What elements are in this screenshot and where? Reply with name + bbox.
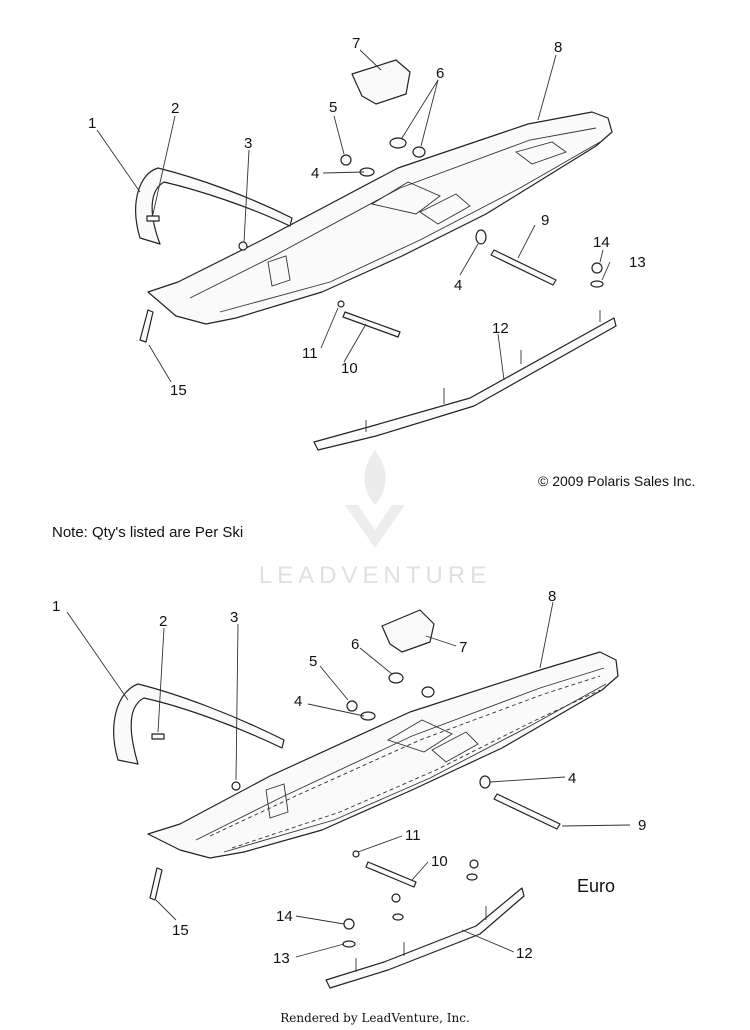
callouts-bottom: 1 2 3 4 4 5 6 7 8 9 10 11 12 13 14 15 [52, 588, 646, 967]
callout-13: 13 [273, 950, 290, 967]
callout-14: 14 [276, 908, 293, 925]
callout-11: 11 [405, 827, 421, 844]
callout-6: 6 [436, 65, 444, 82]
callout-3: 3 [230, 609, 238, 626]
leader-lines-bottom [66, 601, 631, 958]
callout-3: 3 [244, 135, 252, 152]
callout-8: 8 [548, 588, 556, 605]
flame-chevron-logo-icon [345, 450, 405, 548]
callout-10: 10 [341, 360, 358, 377]
callout-15: 15 [170, 382, 187, 399]
callout-4: 4 [311, 165, 319, 182]
leader-lines-top [96, 49, 611, 383]
callout-12: 12 [492, 320, 509, 337]
callout-4: 4 [294, 693, 302, 710]
top-diagram: 1 2 3 4 4 5 6 7 8 9 10 11 12 13 14 15 [88, 35, 646, 451]
callout-11: 11 [302, 345, 318, 362]
callout-13: 13 [629, 254, 646, 271]
callouts-top: 1 2 3 4 4 5 6 7 8 9 10 11 12 13 14 15 [88, 35, 646, 399]
rendered-by-footer: Rendered by LeadVenture, Inc. [280, 1011, 470, 1025]
ski-skag-bottom [325, 887, 525, 989]
callout-14: 14 [593, 234, 610, 251]
copyright-notice: © 2009 Polaris Sales Inc. [538, 473, 696, 489]
watermark-text: LEADVENTURE [258, 562, 492, 589]
callout-4: 4 [568, 770, 576, 787]
callout-8: 8 [554, 39, 562, 56]
callout-7: 7 [352, 35, 360, 52]
hardware-bottom [149, 609, 561, 948]
callout-2: 2 [171, 100, 179, 117]
callout-4: 4 [454, 277, 462, 294]
ski-skag-top [313, 310, 617, 451]
callout-7: 7 [459, 639, 467, 656]
callout-15: 15 [172, 922, 189, 939]
callout-5: 5 [309, 653, 317, 670]
callout-1: 1 [88, 115, 96, 132]
callout-9: 9 [638, 817, 646, 834]
callout-12: 12 [516, 945, 533, 962]
ski-body-bottom [147, 651, 619, 859]
quantity-note: Note: Qty's listed are Per Ski [52, 524, 244, 541]
callout-5: 5 [329, 99, 337, 116]
ski-handle-top [135, 167, 293, 245]
ski-handle-bottom [113, 683, 285, 765]
callout-2: 2 [159, 613, 167, 630]
ski-body-top [147, 111, 613, 325]
euro-variant-label: Euro [577, 876, 616, 896]
callout-10: 10 [431, 853, 448, 870]
callout-6: 6 [351, 636, 359, 653]
bottom-diagram: 1 2 3 4 4 5 6 7 8 9 10 11 12 13 14 15 [52, 588, 646, 989]
callout-9: 9 [541, 212, 549, 229]
hardware-top [139, 59, 604, 343]
callout-1: 1 [52, 598, 60, 615]
